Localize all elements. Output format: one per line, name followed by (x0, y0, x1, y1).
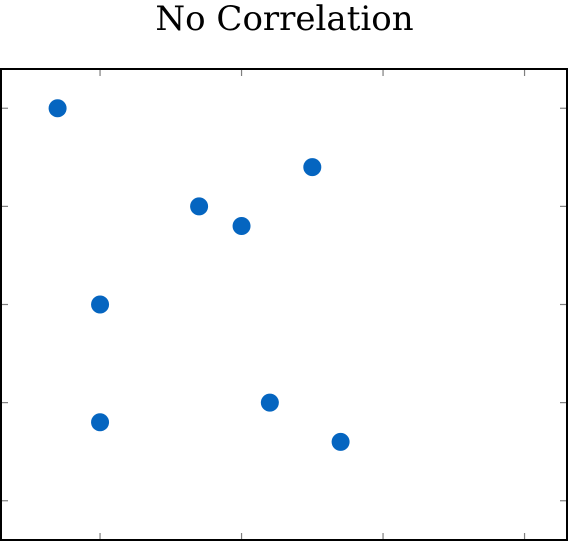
data-point (303, 158, 322, 177)
data-points (48, 99, 350, 451)
data-point (260, 393, 279, 412)
data-point (48, 99, 67, 118)
data-point (190, 197, 209, 216)
data-point (232, 217, 251, 235)
chart-title: No Correlation (155, 0, 413, 39)
plot-frame (0, 68, 568, 541)
data-point (331, 432, 350, 451)
axis-ticks (1, 69, 567, 540)
data-point (91, 413, 110, 432)
data-point (91, 295, 110, 314)
